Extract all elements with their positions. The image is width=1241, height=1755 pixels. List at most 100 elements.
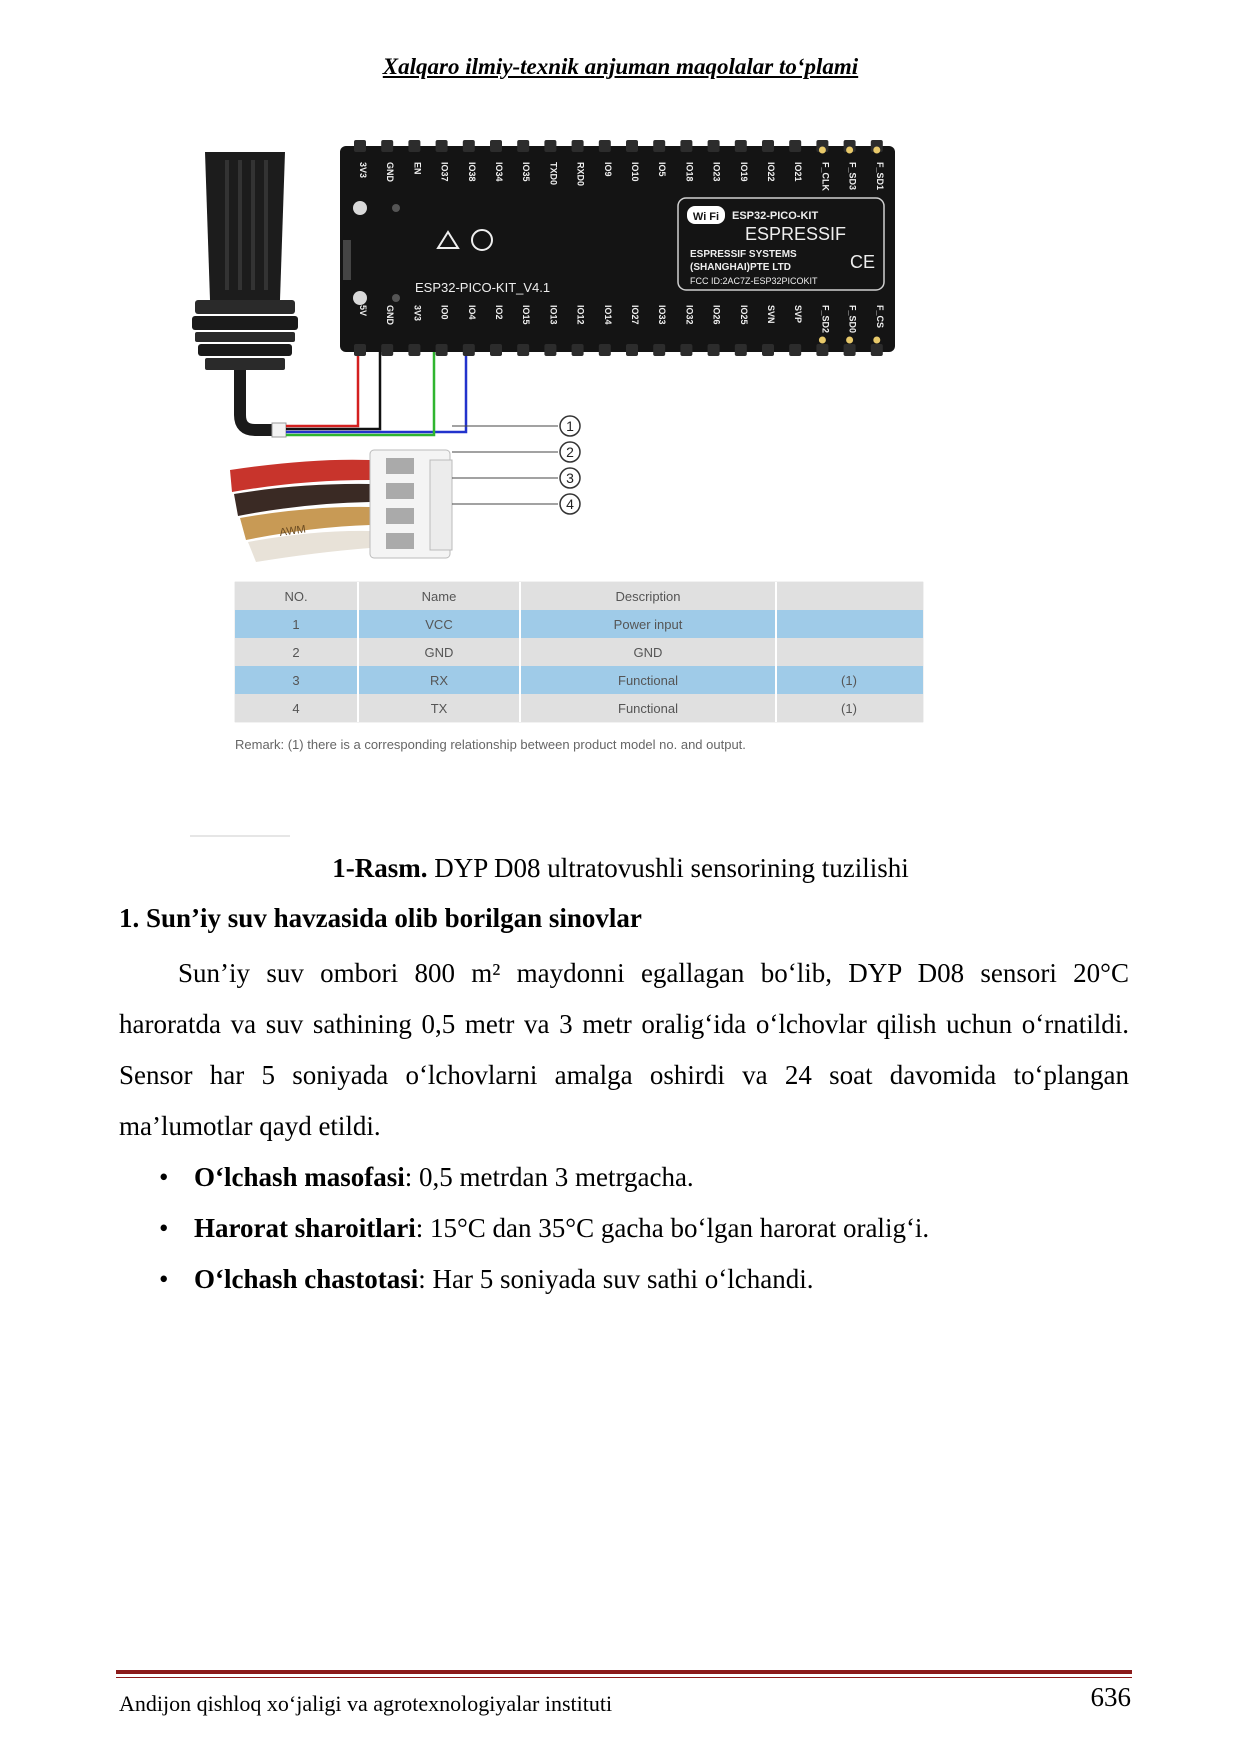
pin-label: EN xyxy=(412,162,422,175)
running-header: Xalqaro ilmiy-texnik anjuman maqolalar t… xyxy=(382,54,859,79)
cable-print: AWM xyxy=(279,523,307,539)
table-row xyxy=(235,610,923,638)
pin-label: IO33 xyxy=(657,305,667,325)
pin-label: IO4 xyxy=(467,305,477,320)
module-brand: ESPRESSIF xyxy=(745,224,846,244)
pin-number-label: 3 xyxy=(566,470,574,486)
pb-free-icon xyxy=(471,229,493,251)
cable-connector-image: AWM xyxy=(230,449,453,562)
pin-label: GND xyxy=(385,305,395,326)
pin-label: IO13 xyxy=(548,305,558,325)
esd-warning-icon xyxy=(436,230,460,249)
footer-rule xyxy=(116,1670,1132,1674)
bullet-text: : 0,5 metrdan 3 metrgacha. xyxy=(404,1162,694,1192)
table-cell: (1) xyxy=(841,701,857,716)
table-row xyxy=(235,638,923,666)
pin-label: IO14 xyxy=(603,305,613,325)
footer-rule-thin xyxy=(116,1677,1132,1678)
bullet-dot: • xyxy=(159,1264,169,1294)
caption-text: DYP D08 ultratovushli sensorining tuzili… xyxy=(427,853,909,883)
pin-label: 5V xyxy=(358,305,368,316)
table-cell: Functional xyxy=(618,673,678,688)
pin-number-circle xyxy=(559,441,581,463)
pin-label: IO18 xyxy=(684,162,694,182)
bullet-dot: • xyxy=(159,1213,169,1243)
pin-label: SVP xyxy=(793,305,803,323)
table-header-cell: Name xyxy=(422,589,457,604)
pin-label: 3V3 xyxy=(412,305,422,321)
table-row xyxy=(235,666,923,694)
pin-number-circle xyxy=(559,467,581,489)
table-header-row xyxy=(235,582,923,610)
list-item: • Harorat sharoitlari: 15°C dan 35°C gach… xyxy=(119,1203,1129,1254)
figure-caption: 1-Rasm. DYP D08 ultratovushli sensorinin… xyxy=(0,853,1241,884)
pin-label: IO37 xyxy=(440,162,450,182)
pin-label: IO15 xyxy=(521,305,531,325)
ultrasonic-sensor-image xyxy=(192,152,298,438)
table-remark: Remark: (1) there is a corresponding rel… xyxy=(235,737,746,752)
table-cell: 1 xyxy=(292,617,299,632)
ce-mark: CE xyxy=(850,252,875,272)
pin-label: IO22 xyxy=(766,162,776,182)
table-cell: 3 xyxy=(292,673,299,688)
pin-label: F_SD0 xyxy=(848,305,858,333)
pin-label: GND xyxy=(385,162,395,183)
bullet-text: : 15°C dan 35°C gacha bo‘lgan harorat or… xyxy=(415,1213,930,1243)
table-cell: Functional xyxy=(618,701,678,716)
bullet-dot: • xyxy=(159,1162,169,1192)
bullet-list: • O‘lchash masofasi: 0,5 metrdan 3 metrga… xyxy=(119,1152,1129,1305)
pin-label: F_SD1 xyxy=(875,162,885,190)
pin-label: 3V3 xyxy=(358,162,368,178)
module-outline xyxy=(677,197,885,291)
esp32-board xyxy=(340,146,895,352)
pin-label: IO5 xyxy=(657,162,667,177)
board-model-label: ESP32-PICO-KIT_V4.1 xyxy=(415,280,550,295)
pin-label: IO2 xyxy=(494,305,504,320)
caption-label: 1-Rasm. xyxy=(332,853,428,883)
bullet-text: : Har 5 soniyada suv sathi o‘lchandi. xyxy=(418,1264,814,1294)
table-cell: GND xyxy=(634,645,663,660)
connection-wires xyxy=(286,352,468,437)
table-header-cell: NO. xyxy=(284,589,307,604)
pin-number-label: 1 xyxy=(566,418,574,434)
table-row xyxy=(235,694,923,722)
pin-label: TXD0 xyxy=(548,162,558,185)
bullet-term: O‘lchash chastotasi xyxy=(194,1264,419,1294)
module-fcc: FCC ID:2AC7Z-ESP32PICOKIT xyxy=(690,276,818,286)
pin-label: IO27 xyxy=(630,305,640,325)
pin-label: IO19 xyxy=(739,162,749,182)
pin-label: RXD0 xyxy=(576,162,586,186)
module-maker-loc: (SHANGHAI)PTE LTD xyxy=(690,262,791,273)
table-cell: (1) xyxy=(841,673,857,688)
bullet-term: O‘lchash masofasi xyxy=(194,1162,405,1192)
pin-label: IO26 xyxy=(712,305,722,325)
pin-number-circle xyxy=(559,415,581,437)
table-cell: 4 xyxy=(292,701,299,716)
pin-label: IO21 xyxy=(793,162,803,182)
wifi-badge-label: Wi Fi xyxy=(693,211,719,223)
bullet-term: Harorat sharoitlari xyxy=(194,1213,416,1243)
pin-label: F_CLK xyxy=(820,162,830,192)
pin-label: IO25 xyxy=(739,305,749,325)
pin-label: F_SD3 xyxy=(848,162,858,190)
pin-label: IO9 xyxy=(603,162,613,177)
pin-label: SVN xyxy=(766,305,776,324)
body-paragraph: Sun’iy suv ombori 800 m² maydonni egalla… xyxy=(119,958,1129,1141)
pin-label: IO23 xyxy=(712,162,722,182)
pin-label: F_SD2 xyxy=(820,305,830,333)
footer-institute: Andijon qishloq xo‘jaligi va agrotexnolo… xyxy=(119,1691,613,1716)
wifi-badge xyxy=(687,206,725,224)
pin-label: IO35 xyxy=(521,162,531,182)
pin-label: IO38 xyxy=(467,162,477,182)
pin-number-circle xyxy=(559,493,581,515)
module-title: ESP32-PICO-KIT xyxy=(732,210,818,222)
module-maker: ESPRESSIF SYSTEMS xyxy=(690,249,797,260)
table-cell: Power input xyxy=(614,617,683,632)
table-cell: 2 xyxy=(292,645,299,660)
